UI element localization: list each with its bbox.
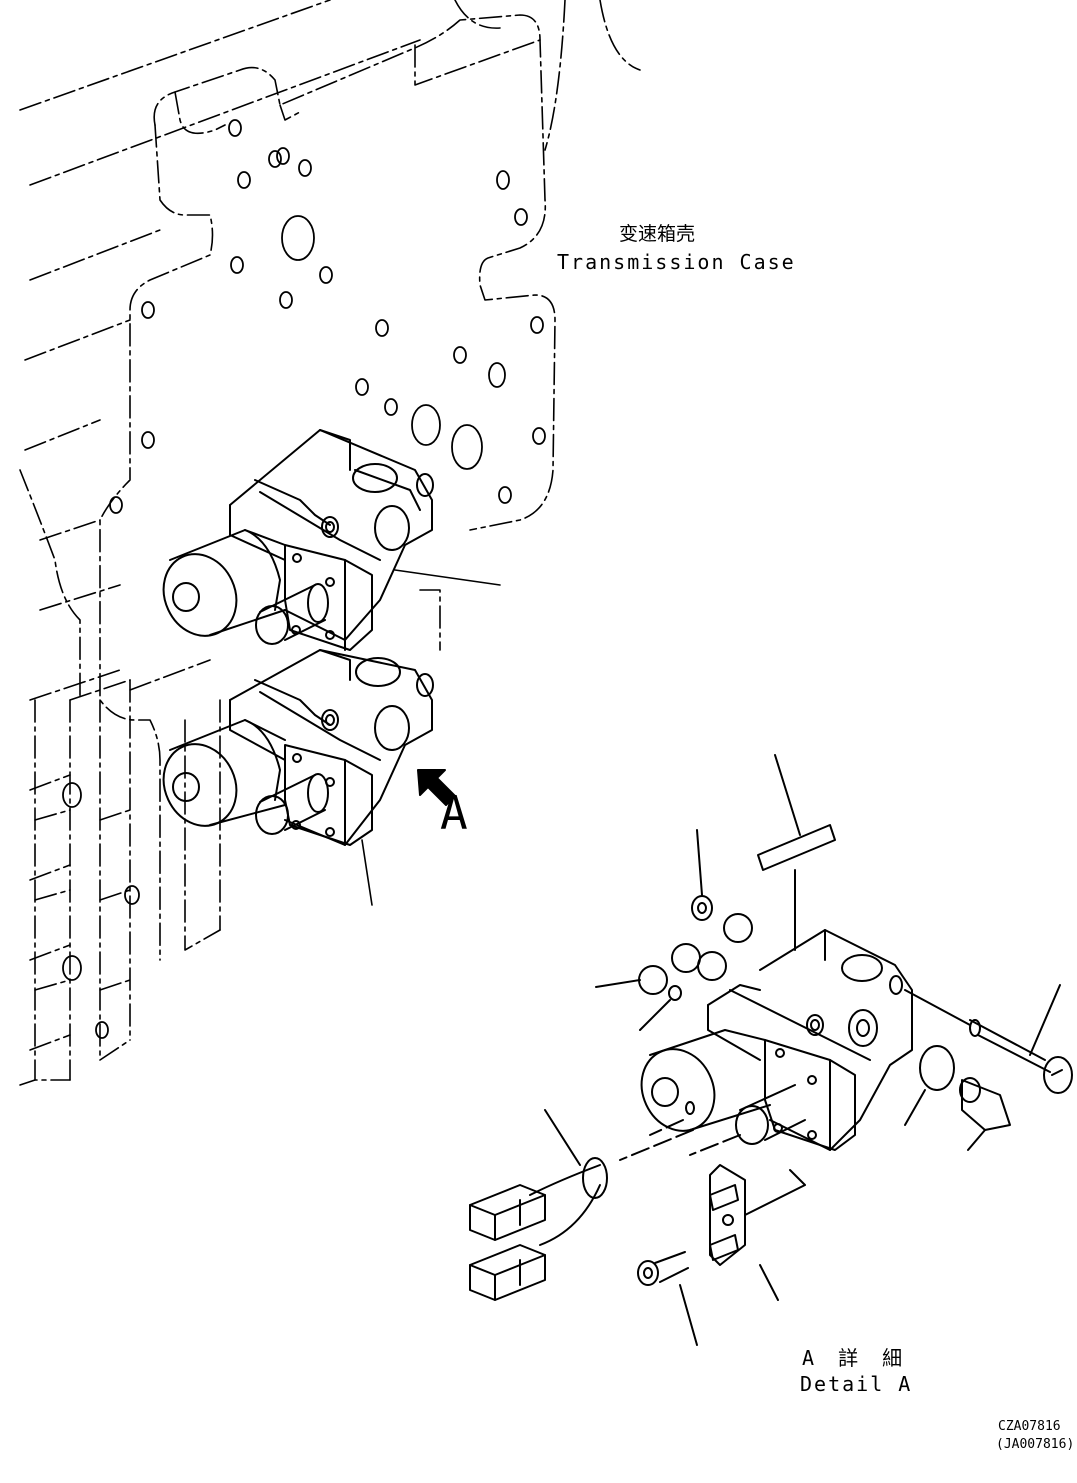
valve-assembly-upper: [162, 429, 434, 651]
callout-letter: A: [440, 786, 468, 840]
drawing-code-alt: (JA007816): [996, 1437, 1075, 1452]
detail-a: [469, 754, 1073, 1346]
detail-label-en: Detail A: [800, 1372, 913, 1396]
transmission-case: [19, 0, 641, 1086]
valve-assembly-lower: [162, 649, 434, 846]
case-holes: [62, 119, 546, 1039]
callout-arrow: [417, 769, 456, 806]
leader-lines-main: [361, 569, 501, 906]
transmission-case-label-en: Transmission Case: [557, 250, 796, 274]
detail-label-cn: A 詳 細: [802, 1346, 909, 1370]
transmission-case-label-cn: 变速箱壳: [619, 223, 696, 245]
drawing-code: CZA07816: [998, 1419, 1061, 1434]
